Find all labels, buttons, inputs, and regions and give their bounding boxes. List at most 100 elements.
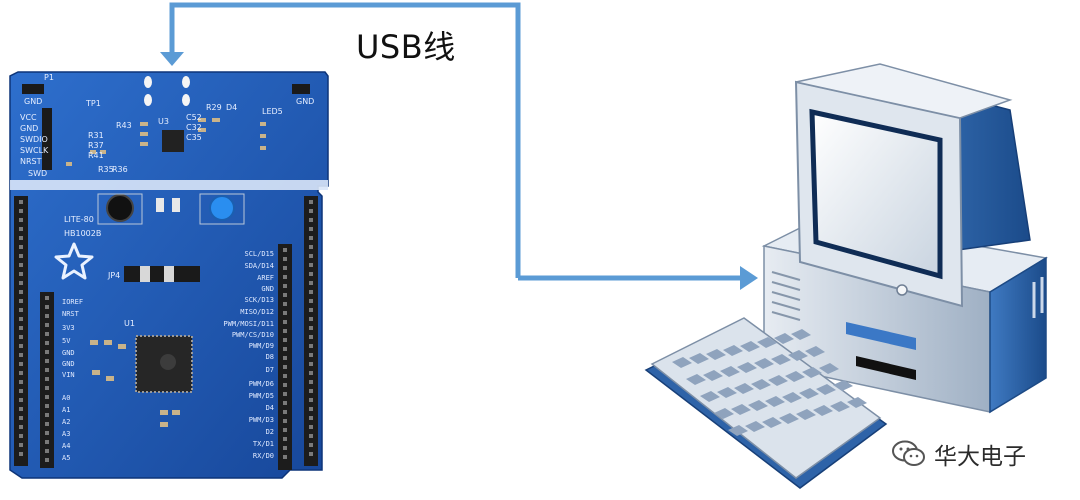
header-pin xyxy=(309,425,313,429)
pin-label: SDA/D14 xyxy=(244,262,274,270)
keyboard-key xyxy=(788,350,808,361)
header-pin xyxy=(283,257,287,261)
watermark: 华大电子 xyxy=(892,438,1026,470)
header-pin xyxy=(45,458,49,462)
header-pin xyxy=(45,404,49,408)
keyboard-key xyxy=(833,380,853,391)
pin-label: D4 xyxy=(266,404,274,412)
header-pin xyxy=(19,398,23,402)
silk-label: GND xyxy=(20,124,38,133)
header-pin xyxy=(309,389,313,393)
arrowhead-to-computer xyxy=(740,266,758,290)
pin-label: NRST xyxy=(62,310,80,318)
header-p1 xyxy=(22,84,44,94)
header-pin xyxy=(283,401,287,405)
header-pin xyxy=(45,314,49,318)
header-pin xyxy=(45,305,49,309)
pin-label: GND xyxy=(62,349,75,357)
keyboard-key xyxy=(791,329,811,340)
silk-label: P1 xyxy=(44,73,54,82)
header-pin xyxy=(45,377,49,381)
pin-label: 3V3 xyxy=(62,324,75,332)
button-base xyxy=(199,193,245,225)
smd-components xyxy=(66,118,266,166)
keyboard-key xyxy=(731,404,751,415)
header-pin xyxy=(309,200,313,204)
drive-bay xyxy=(846,322,916,350)
pin-label: VIN xyxy=(62,371,75,379)
header-pin xyxy=(283,374,287,378)
pin-label: D7 xyxy=(266,366,274,374)
header-pins xyxy=(19,200,313,462)
header-pin xyxy=(309,443,313,447)
silk-label: R41 xyxy=(88,151,104,160)
silk-label: GND xyxy=(24,97,42,106)
pin-label: A0 xyxy=(62,394,70,402)
pin-label: PWM/D5 xyxy=(249,392,274,400)
header-pin xyxy=(309,335,313,339)
header-pin xyxy=(19,281,23,285)
development-board: GND P1 GND VCC GND SWDIO SWCLK NRST SWD … xyxy=(9,71,329,479)
header-pin xyxy=(19,308,23,312)
header-pin xyxy=(309,398,313,402)
pin-label: PWM/MOSI/D11 xyxy=(223,320,274,328)
header-pin xyxy=(283,311,287,315)
header-pin xyxy=(309,299,313,303)
header-pin xyxy=(19,326,23,330)
silk-label: C52 xyxy=(186,113,202,122)
header-pin xyxy=(45,359,49,363)
watermark-text: 华大电子 xyxy=(934,444,1026,470)
header-pin xyxy=(45,440,49,444)
header-pin xyxy=(19,425,23,429)
silk-label: U1 xyxy=(124,319,135,328)
reset-button[interactable] xyxy=(106,194,134,222)
left-pin-labels: IOREF NRST 3V3 5V GND GND VIN A0 A1 A2 A… xyxy=(62,298,83,462)
silk-label: TP1 xyxy=(85,99,101,108)
computer xyxy=(644,63,1049,489)
keyboard-key xyxy=(830,401,850,412)
keyboard-key xyxy=(723,345,743,356)
header-pin xyxy=(19,362,23,366)
smd-resistor xyxy=(172,198,180,212)
keyboard-key xyxy=(768,375,788,386)
silk-label: R43 xyxy=(116,121,132,130)
mcu-logo xyxy=(160,354,176,370)
silk-label: JP4 xyxy=(107,271,120,280)
silk-label: C32 xyxy=(186,123,202,132)
pin-label: GND xyxy=(62,360,75,368)
header-pin xyxy=(309,209,313,213)
keyboard-key xyxy=(734,383,754,394)
mount-hole xyxy=(182,76,190,88)
keyboard-key xyxy=(754,358,774,369)
keyboard-key xyxy=(819,363,839,374)
header-pin xyxy=(283,365,287,369)
header-pin xyxy=(309,290,313,294)
pin-label: D8 xyxy=(266,353,274,361)
header-pin xyxy=(45,413,49,417)
header-pin xyxy=(283,419,287,423)
silk-label: SWCLK xyxy=(20,146,49,155)
keyboard-key xyxy=(816,384,836,395)
silk-label: HB1002B xyxy=(64,229,101,238)
header-pin xyxy=(45,395,49,399)
pin-label: PWM/D3 xyxy=(249,416,274,424)
user-button[interactable] xyxy=(209,195,235,221)
header-pin xyxy=(45,422,49,426)
header-pin xyxy=(283,428,287,432)
header-pin xyxy=(19,443,23,447)
keyboard-key xyxy=(728,425,748,436)
header-pin xyxy=(309,434,313,438)
header-pin xyxy=(309,416,313,420)
keyboard-key xyxy=(771,354,791,365)
header-pin xyxy=(45,332,49,336)
silk-label: R35 xyxy=(98,165,114,174)
header-pin xyxy=(309,407,313,411)
usb-connection-arrow xyxy=(160,2,758,290)
header-pin xyxy=(309,281,313,285)
header-pin xyxy=(283,410,287,414)
header-pin xyxy=(45,368,49,372)
side-vents xyxy=(1032,277,1044,318)
power-button-icon xyxy=(896,284,908,296)
header-pin xyxy=(19,245,23,249)
